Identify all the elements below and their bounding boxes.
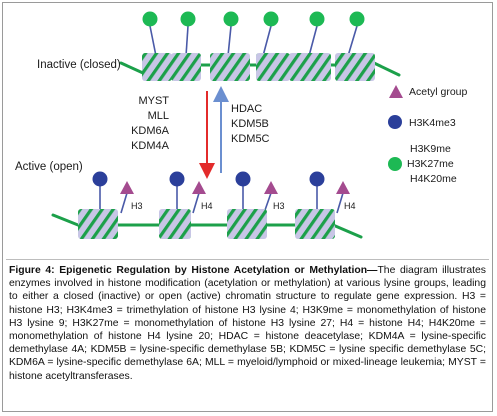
- enzyme-label: MYST: [138, 95, 169, 107]
- enzyme-label: KDM4A: [131, 140, 170, 152]
- h3k4me3-circle-icon: [92, 171, 325, 187]
- histone-label: H4: [344, 201, 356, 211]
- histone-label: H4: [201, 201, 213, 211]
- legend-methyl-label: H3K9me: [410, 143, 451, 155]
- active-label: Active (open): [15, 161, 83, 173]
- caption-divider: [6, 259, 489, 260]
- active-chromatin: H3 H4 H3 H4: [51, 171, 363, 239]
- enzyme-label: KDM5C: [231, 133, 270, 145]
- enzyme-label: KDM5B: [231, 118, 269, 130]
- enzyme-label: MLL: [148, 110, 169, 122]
- caption-body: The diagram illustrates enzymes involved…: [9, 265, 487, 382]
- legend-acetyl-label: Acetyl group: [409, 86, 468, 98]
- epigenetic-diagram: Inactive (closed) MYST MLL KDM6A KDM4A H…: [3, 3, 492, 259]
- methyl-green-circle-icon: [142, 11, 365, 27]
- legend-methyl-label: H4K20me: [410, 173, 457, 185]
- nucleosome-icon: [142, 53, 375, 81]
- inactive-chromatin: [119, 11, 401, 81]
- caption-title: Figure 4: Epigenetic Regulation by Histo…: [9, 265, 378, 276]
- histone-label: H3: [131, 201, 143, 211]
- h3k4me3-circle-icon: [388, 115, 402, 129]
- legend: Acetyl group H3K4me3 H3K9me H3K27me H4K2…: [388, 85, 468, 185]
- nucleosome-icon: [78, 209, 335, 239]
- histone-label: H3: [273, 201, 285, 211]
- writer-enzymes: MYST MLL KDM6A KDM4A: [131, 95, 170, 152]
- figure-caption: Figure 4: Epigenetic Regulation by Histo…: [9, 264, 486, 383]
- inactive-label: Inactive (closed): [37, 59, 121, 71]
- legend-h3k4me3-label: H3K4me3: [409, 117, 456, 129]
- acetyl-triangle-icon: [389, 85, 403, 98]
- figure-frame: Inactive (closed) MYST MLL KDM6A KDM4A H…: [2, 2, 493, 412]
- legend-methyl-label: H3K27me: [407, 158, 454, 170]
- acetyl-triangle-icon: [120, 181, 350, 194]
- diagram-canvas: Inactive (closed) MYST MLL KDM6A KDM4A H…: [15, 11, 468, 239]
- methyl-green-circle-icon: [388, 157, 402, 171]
- eraser-enzymes: HDAC KDM5B KDM5C: [231, 103, 270, 145]
- enzyme-label: HDAC: [231, 103, 262, 115]
- enzyme-label: KDM6A: [131, 125, 170, 137]
